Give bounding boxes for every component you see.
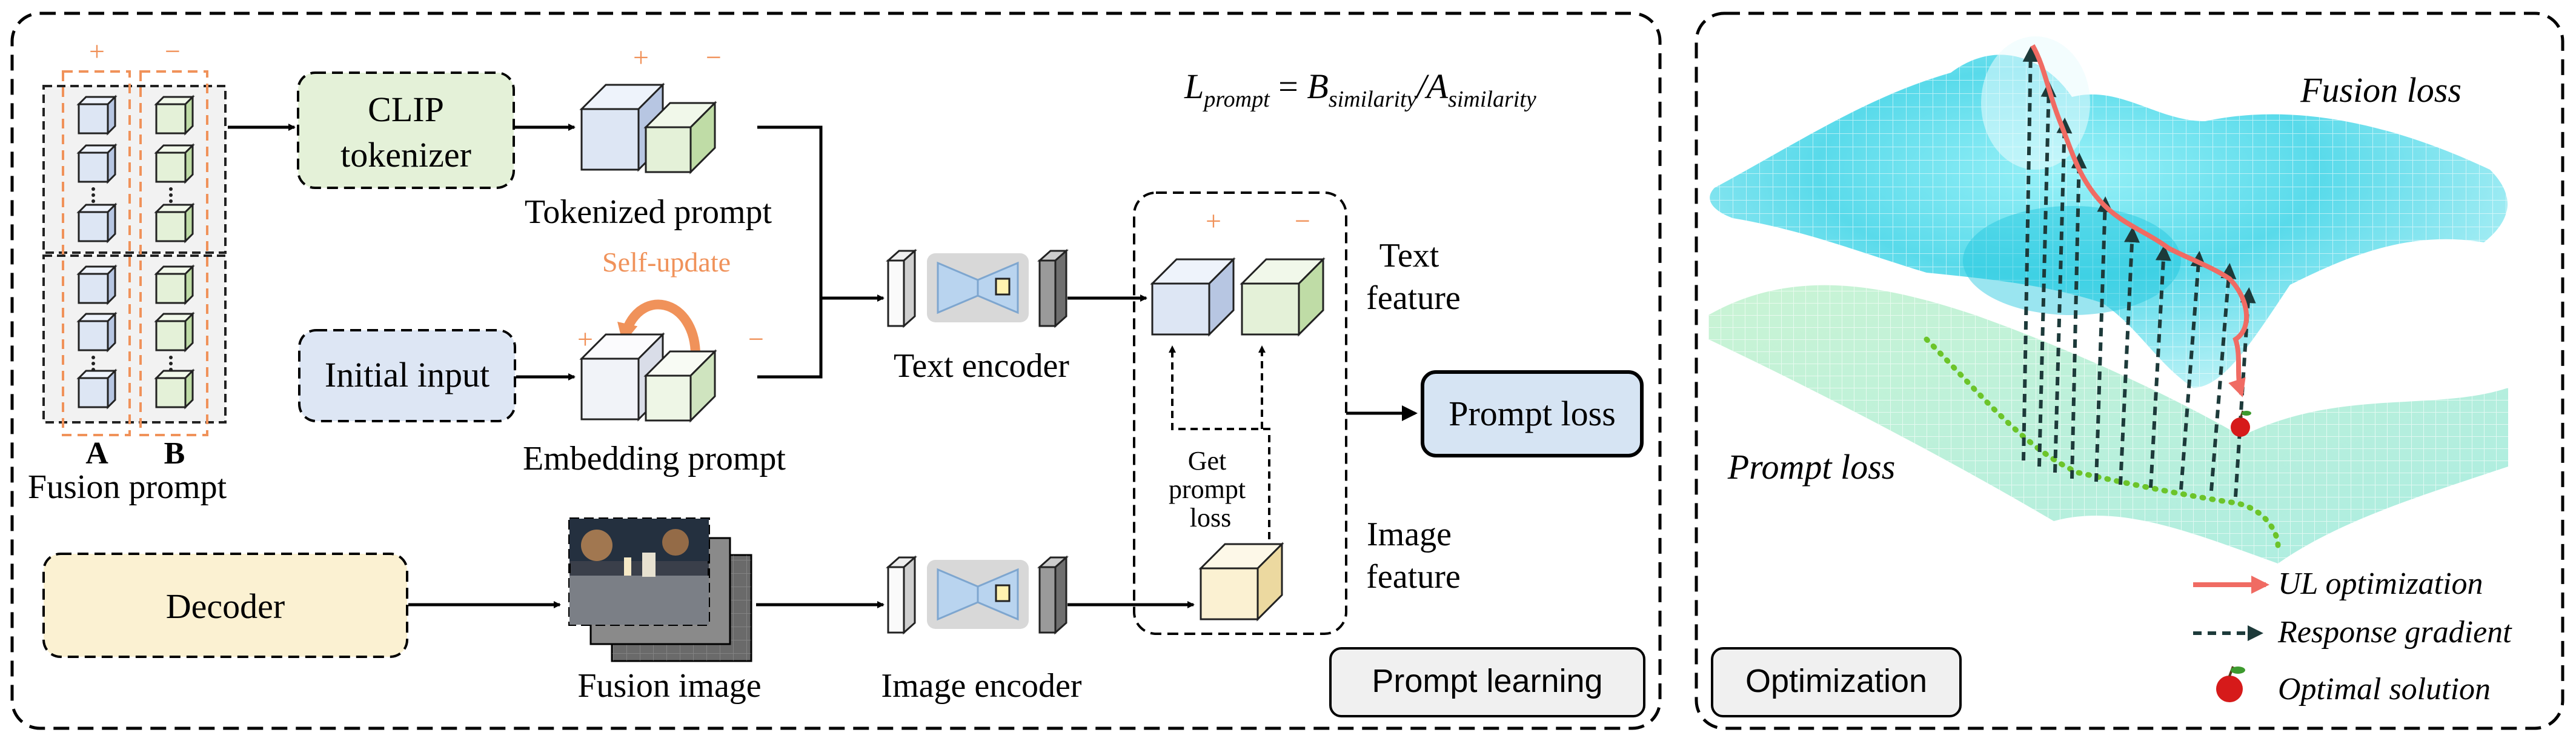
tokenized-prompt-cubes <box>579 82 717 175</box>
legend-response-gradient-label: Response gradient <box>2277 615 2512 650</box>
fusion-image-stack <box>568 517 752 662</box>
fusion-prompt-label: Fusion prompt <box>28 468 227 506</box>
fusion-prompt-plus: + <box>89 36 105 67</box>
prompt-learning-panel <box>10 12 1662 730</box>
svg-text:Initial input: Initial input <box>325 355 490 394</box>
embedding-prompt-label: Embedding prompt <box>523 440 786 477</box>
svg-text:Decoder: Decoder <box>166 587 285 626</box>
ul-optimization-path <box>2030 44 2249 397</box>
tokenized-prompt-minus: − <box>706 42 722 73</box>
fusion-prompt-cubes <box>76 95 195 410</box>
text-encoder-icon <box>886 248 1069 328</box>
svg-text:Optimization: Optimization <box>1745 663 1927 699</box>
legend-optimal-solution-label: Optimal solution <box>2278 672 2491 706</box>
fusion-prompt-minus: − <box>165 36 181 67</box>
text-encoder-label: Text encoder <box>894 347 1069 385</box>
legend-ul-optimization-label: UL optimization <box>2278 567 2483 601</box>
optimal-solution-marker <box>2231 410 2251 437</box>
text-feature-plus: + <box>1206 205 1221 236</box>
prompt-loss-surface-label: Prompt loss <box>1727 447 1896 487</box>
feature-group-box <box>1133 191 1347 635</box>
optimization-label-box: Optimization <box>1711 647 1962 717</box>
fusion-prompt-col-a: A <box>85 436 108 471</box>
get-prompt-loss-label: Get prompt loss <box>1169 446 1252 533</box>
prompt-loss-box: Prompt loss <box>1421 370 1644 457</box>
tokenized-prompt-plus: + <box>633 42 649 73</box>
svg-text:CLIP: CLIP <box>368 90 444 129</box>
legend: UL optimization Response gradient Optima… <box>2193 567 2512 706</box>
image-encoder-label: Image encoder <box>881 667 1081 705</box>
clip-tokenizer-box: CLIP tokenizer <box>297 71 515 189</box>
text-feature-label: Text feature <box>1366 237 1460 317</box>
prompt-loss-formula: Lprompt = Bsimilarity/Asimilarity <box>1184 67 1536 112</box>
self-update-arrow <box>617 299 701 358</box>
image-encoder-icon <box>886 555 1069 635</box>
svg-text:Prompt learning: Prompt learning <box>1372 663 1602 699</box>
prompt-learning-label-box: Prompt learning <box>1329 647 1645 717</box>
decoder-box: Decoder <box>42 553 408 658</box>
fusion-prompt-group: + − <box>28 36 227 506</box>
fusion-loss-label: Fusion loss <box>2300 70 2461 110</box>
initial-input-box: Initial input <box>298 329 516 422</box>
text-feature-minus: − <box>1295 205 1310 236</box>
image-feature-cube <box>1198 542 1284 622</box>
legend-optimal-solution-swatch <box>2216 666 2245 702</box>
svg-text:tokenizer: tokenizer <box>340 135 471 175</box>
embedding-prompt-minus: − <box>748 324 764 354</box>
embedding-prompt-cubes <box>579 332 717 423</box>
tokenized-prompt-label: Tokenized prompt <box>525 193 772 231</box>
self-update-label: Self-update <box>602 247 731 278</box>
optimization-panel <box>1695 12 2564 730</box>
loss-surface <box>1708 36 2508 563</box>
image-feature-label: Image feature <box>1366 516 1460 596</box>
fusion-prompt-col-b: B <box>164 436 185 471</box>
text-feature-cubes <box>1150 257 1326 337</box>
svg-text:Prompt loss: Prompt loss <box>1449 394 1616 433</box>
fusion-image-label: Fusion image <box>577 667 761 705</box>
embedding-prompt-plus: + <box>577 324 593 354</box>
